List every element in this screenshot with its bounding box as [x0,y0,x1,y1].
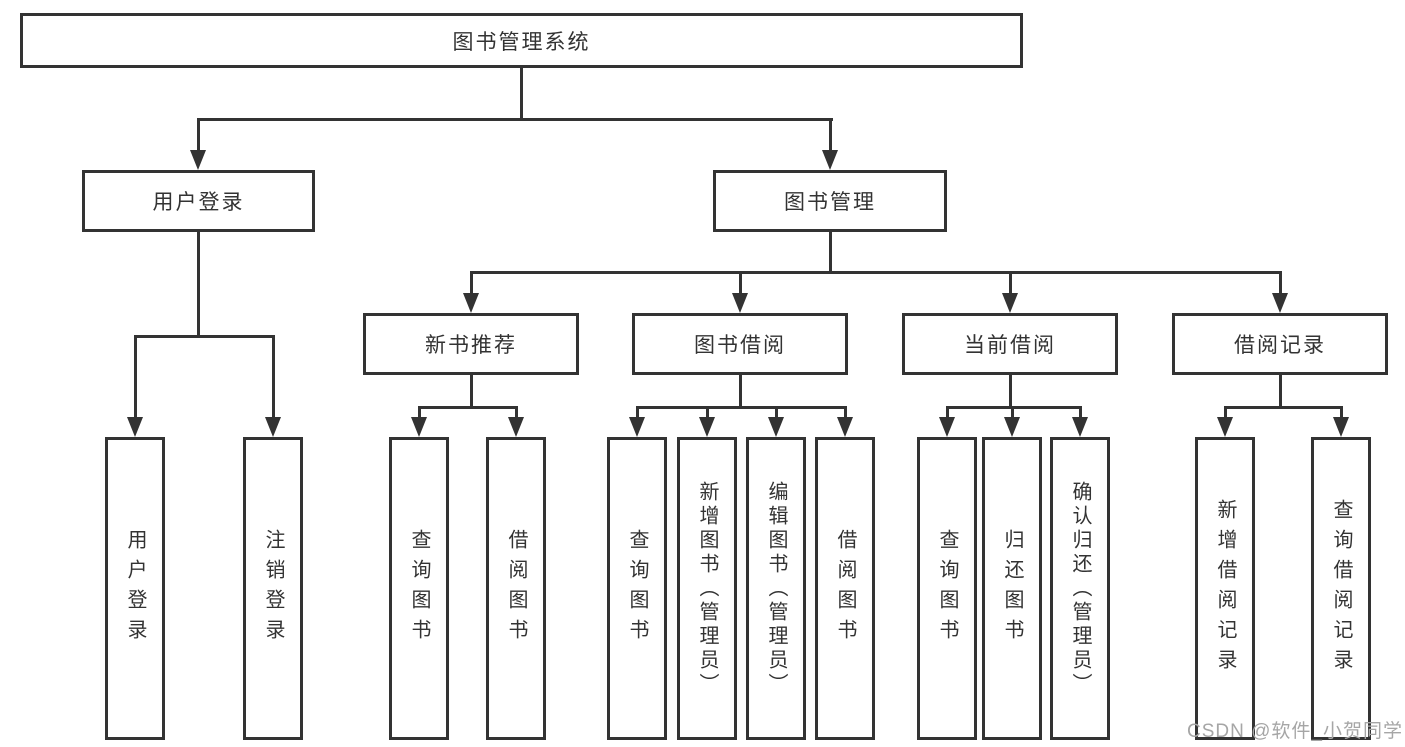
leaf-label: 借阅图书 [834,528,856,649]
leaf-label: 查询图书 [936,528,958,649]
leaf-label: 编辑图书（管理员） [765,480,787,697]
connector-new-book-recommend-stem [470,375,473,406]
connector-drop-leaf-query-books-2 [636,406,639,419]
node-current-borrowing: 当前借阅 [902,313,1118,375]
connector-drop-leaf-borrow-books-2 [844,406,847,419]
connector-book-borrowing-stem [739,375,742,406]
node-book-borrowing: 图书借阅 [632,313,848,375]
connector-drop-leaf-edit-book [775,406,778,419]
connector-drop-book-management [829,118,832,152]
connector-drop-leaf-logout [272,335,275,419]
arrowhead-leaf-add-book [699,417,715,437]
connector-new-book-recommend-bar [418,406,518,409]
leaf-logout: 注销登录 [243,437,303,740]
connector-user-login-stem [197,232,200,335]
connector-drop-leaf-user-login [134,335,137,419]
node-label: 图书借阅 [694,334,786,357]
leaf-edit-book-admin: 编辑图书（管理员） [746,437,806,740]
connector-drop-leaf-add-borrow-record [1224,406,1227,419]
leaf-label: 新增图书（管理员） [696,480,718,697]
leaf-borrow-books-1: 借阅图书 [486,437,546,740]
leaf-user-login: 用户登录 [105,437,165,740]
arrowhead-leaf-query-borrow-record [1333,417,1349,437]
leaf-query-books-1: 查询图书 [389,437,449,740]
arrowhead-user-login [190,150,206,170]
arrowhead-leaf-return-books [1004,417,1020,437]
arrowhead-leaf-logout [265,417,281,437]
leaf-add-book-admin: 新增图书（管理员） [677,437,737,740]
node-borrowing-records: 借阅记录 [1172,313,1388,375]
arrowhead-book-borrowing [732,293,748,313]
node-user-login: 用户登录 [82,170,315,232]
connector-root-bar [197,118,833,121]
leaf-label: 查询图书 [408,528,430,649]
node-label: 图书管理 [784,191,876,214]
leaf-confirm-return-admin: 确认归还（管理员） [1050,437,1110,740]
leaf-query-books-2: 查询图书 [607,437,667,740]
connector-current-borrowing-stem [1009,375,1012,406]
connector-user-login-bar [134,335,275,338]
leaf-label: 归还图书 [1001,528,1023,649]
arrowhead-leaf-borrow-books-1 [508,417,524,437]
node-label: 图书管理系统 [452,30,591,54]
connector-root-stem [520,68,523,118]
leaf-label: 用户登录 [124,528,146,649]
leaf-query-borrow-record: 查询借阅记录 [1311,437,1371,740]
connector-drop-leaf-query-books-1 [418,406,421,419]
connector-book-management-stem [829,232,832,271]
connector-drop-leaf-confirm-return [1079,406,1082,419]
arrowhead-leaf-user-login [127,417,143,437]
connector-drop-new-book-recommend [470,271,473,295]
leaf-label: 查询借阅记录 [1330,498,1352,679]
leaf-return-books: 归还图书 [982,437,1042,740]
leaf-add-borrow-record: 新增借阅记录 [1195,437,1255,740]
leaf-label: 借阅图书 [505,528,527,649]
leaf-label: 新增借阅记录 [1214,498,1236,679]
connector-drop-user-login [197,118,200,152]
connector-drop-leaf-return-books [1011,406,1014,419]
connector-drop-leaf-borrow-books-1 [515,406,518,419]
node-label: 新书推荐 [425,334,517,357]
leaf-query-books-3: 查询图书 [917,437,977,740]
node-label: 用户登录 [152,191,245,214]
node-book-management: 图书管理 [713,170,947,232]
node-label: 借阅记录 [1234,334,1326,357]
connector-borrowing-records-bar [1224,406,1343,409]
leaf-label: 注销登录 [262,528,284,649]
arrowhead-book-management [822,150,838,170]
node-root: 图书管理系统 [20,13,1023,68]
arrowhead-borrowing-records [1272,293,1288,313]
arrowhead-leaf-query-books-1 [411,417,427,437]
connector-drop-leaf-query-books-3 [946,406,949,419]
watermark-text: CSDN @软件_小贺同学 [1187,721,1403,742]
arrowhead-leaf-query-books-2 [629,417,645,437]
connector-book-management-bar [470,271,1282,274]
connector-current-borrowing-bar [946,406,1082,409]
connector-drop-current-borrowing [1009,271,1012,295]
leaf-label: 确认归还（管理员） [1069,480,1091,697]
connector-drop-book-borrowing [739,271,742,295]
leaf-borrow-books-2: 借阅图书 [815,437,875,740]
connector-book-borrowing-bar [636,406,847,409]
connector-drop-borrowing-records [1279,271,1282,295]
connector-drop-leaf-query-borrow-record [1340,406,1343,419]
node-label: 当前借阅 [964,334,1056,357]
arrowhead-leaf-borrow-books-2 [837,417,853,437]
arrowhead-current-borrowing [1002,293,1018,313]
connector-drop-leaf-add-book [706,406,709,419]
connector-borrowing-records-stem [1279,375,1282,406]
node-new-book-recommend: 新书推荐 [363,313,579,375]
arrowhead-leaf-confirm-return [1072,417,1088,437]
leaf-label: 查询图书 [626,528,648,649]
arrowhead-leaf-add-borrow-record [1217,417,1233,437]
arrowhead-new-book-recommend [463,293,479,313]
arrowhead-leaf-query-books-3 [939,417,955,437]
arrowhead-leaf-edit-book [768,417,784,437]
